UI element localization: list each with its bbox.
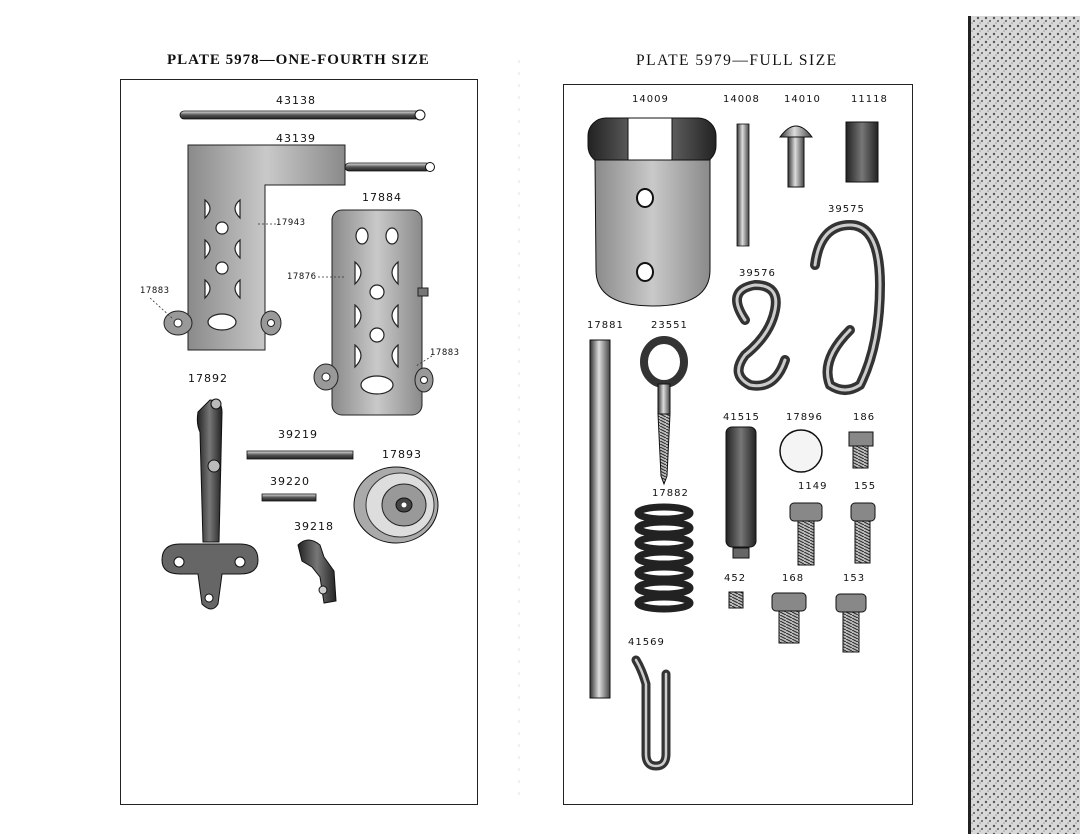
label-14008: 14008 [723, 94, 760, 105]
part-23551-eye-screw [640, 336, 688, 486]
part-186-screw [848, 431, 874, 469]
part-39576-s-hook [732, 279, 790, 391]
part-17884-plate [313, 209, 434, 416]
plate-5979-title: PLATE 5979—FULL SIZE [636, 52, 838, 69]
label-11118: 11118 [851, 94, 888, 105]
label-39218: 39218 [294, 520, 334, 533]
part-168-screw [771, 592, 807, 644]
label-23551: 23551 [651, 320, 688, 331]
part-17881-rod [589, 339, 611, 699]
plate-5978-frame [120, 79, 478, 805]
plate-5979-frame [563, 84, 913, 805]
part-14010-rivet [779, 125, 813, 188]
part-17882-spring [634, 503, 694, 613]
label-43138: 43138 [276, 94, 316, 107]
label-17893: 17893 [382, 448, 422, 461]
label-14010: 14010 [784, 94, 821, 105]
part-41569-hook [631, 655, 671, 771]
label-186: 186 [853, 412, 876, 423]
label-1149: 1149 [798, 481, 828, 492]
label-17884: 17884 [362, 191, 402, 204]
label-39575: 39575 [828, 204, 865, 215]
label-17881: 17881 [587, 320, 624, 331]
label-39220: 39220 [270, 475, 310, 488]
label-43139: 43139 [276, 132, 316, 145]
label-17883-b: 17883 [430, 348, 460, 358]
label-17883-a: 17883 [140, 286, 170, 296]
part-41515-sleeve [725, 426, 757, 559]
label-17876: 17876 [287, 272, 317, 282]
label-17896: 17896 [786, 412, 823, 423]
label-41569: 41569 [628, 637, 665, 648]
label-17892: 17892 [188, 372, 228, 385]
part-14009-hinge [587, 117, 717, 307]
label-14009: 14009 [632, 94, 669, 105]
label-17882: 17882 [652, 488, 689, 499]
label-168: 168 [782, 573, 805, 584]
part-1149-screw [789, 502, 823, 566]
plate-5978-title: PLATE 5978—ONE-FOURTH SIZE [167, 52, 430, 68]
part-11118-sleeve [845, 121, 879, 183]
part-14008-pin [736, 123, 750, 247]
label-17943: 17943 [276, 218, 306, 228]
part-452-screw [728, 591, 744, 609]
book-edge-texture [968, 16, 1080, 834]
label-155: 155 [854, 481, 877, 492]
part-43138-rod [179, 109, 426, 121]
part-43139-plate-with-rod [163, 144, 435, 351]
leader-lines-left [149, 223, 433, 367]
part-17893-wheel [353, 466, 439, 544]
label-39576: 39576 [739, 268, 776, 279]
part-39220-rod [261, 493, 317, 502]
label-452: 452 [724, 573, 747, 584]
part-155-screw [850, 502, 876, 564]
part-39575-s-hook [810, 219, 886, 395]
label-39219: 39219 [278, 428, 318, 441]
part-17896-disc [779, 429, 823, 473]
label-41515: 41515 [723, 412, 760, 423]
part-39218-latch [297, 539, 337, 604]
part-17892-bracket [161, 398, 259, 610]
part-39219-rod [246, 450, 354, 460]
part-153-screw [835, 593, 867, 653]
label-153: 153 [843, 573, 866, 584]
